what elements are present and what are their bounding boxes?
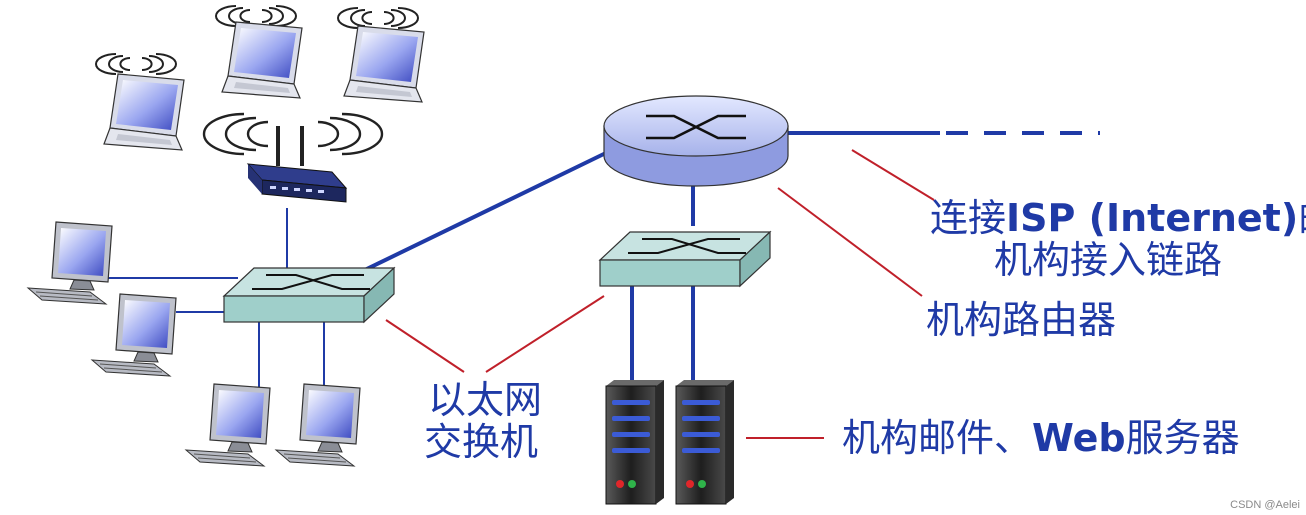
isp-link-label-prefix: 连接 xyxy=(930,196,1007,240)
laptop-icon xyxy=(221,21,303,99)
isp-link-label-line2: 机构接入链路 xyxy=(994,238,1222,282)
link-switch-router xyxy=(339,148,613,284)
router-icon xyxy=(603,95,789,187)
servers-label-suffix: 服务器 xyxy=(1125,416,1240,460)
servers-label-bold: Web xyxy=(1032,416,1126,460)
callout-router xyxy=(777,187,923,297)
wifi-signal-icon xyxy=(215,5,297,27)
servers-label: 机构邮件、Web服务器 xyxy=(842,416,1240,460)
network-links xyxy=(339,131,1100,382)
isp-link-label: 连接ISP (Internet)的 xyxy=(930,196,1306,240)
desktop-computer-icon xyxy=(91,293,177,377)
desktop-computer-icon xyxy=(27,221,113,305)
callout-lines xyxy=(385,149,935,439)
ethernet-switch-icon xyxy=(223,267,395,323)
server-icon xyxy=(675,379,735,505)
router-label-text: 机构路由器 xyxy=(926,298,1117,342)
router-label: 机构路由器 xyxy=(926,298,1116,342)
ethernet-switch-label-line2: 交换机 xyxy=(424,420,539,464)
isp-link-label-bold: ISP (Internet) xyxy=(1006,196,1299,240)
callout-switch-right xyxy=(485,295,605,373)
isp-link-label-suffix: 的 xyxy=(1298,196,1306,240)
callout-isp xyxy=(851,149,935,201)
server-icon xyxy=(605,379,665,505)
desktop-computer-icon xyxy=(275,383,361,467)
ethernet-switch-label-line1: 以太网 xyxy=(428,378,543,422)
ethernet-switch-icon xyxy=(599,231,771,287)
thin-links xyxy=(106,208,325,388)
servers-label-prefix: 机构邮件、 xyxy=(842,416,1033,460)
ethernet-switch-label: 以太网 xyxy=(428,378,542,422)
watermark: CSDN @Aelei xyxy=(1230,499,1300,511)
desktop-computer-icon xyxy=(185,383,271,467)
wireless-router-icon xyxy=(202,112,384,203)
ethernet-switch-label-2: 交换机 xyxy=(424,420,538,464)
laptop-icon xyxy=(103,73,185,151)
laptop-icon xyxy=(343,25,425,103)
wifi-signal-icon xyxy=(95,53,177,75)
isp-link-label-line2-text: 机构接入链路 xyxy=(994,238,1223,282)
wifi-signal-icon xyxy=(337,7,419,29)
callout-switch-left xyxy=(385,319,465,373)
